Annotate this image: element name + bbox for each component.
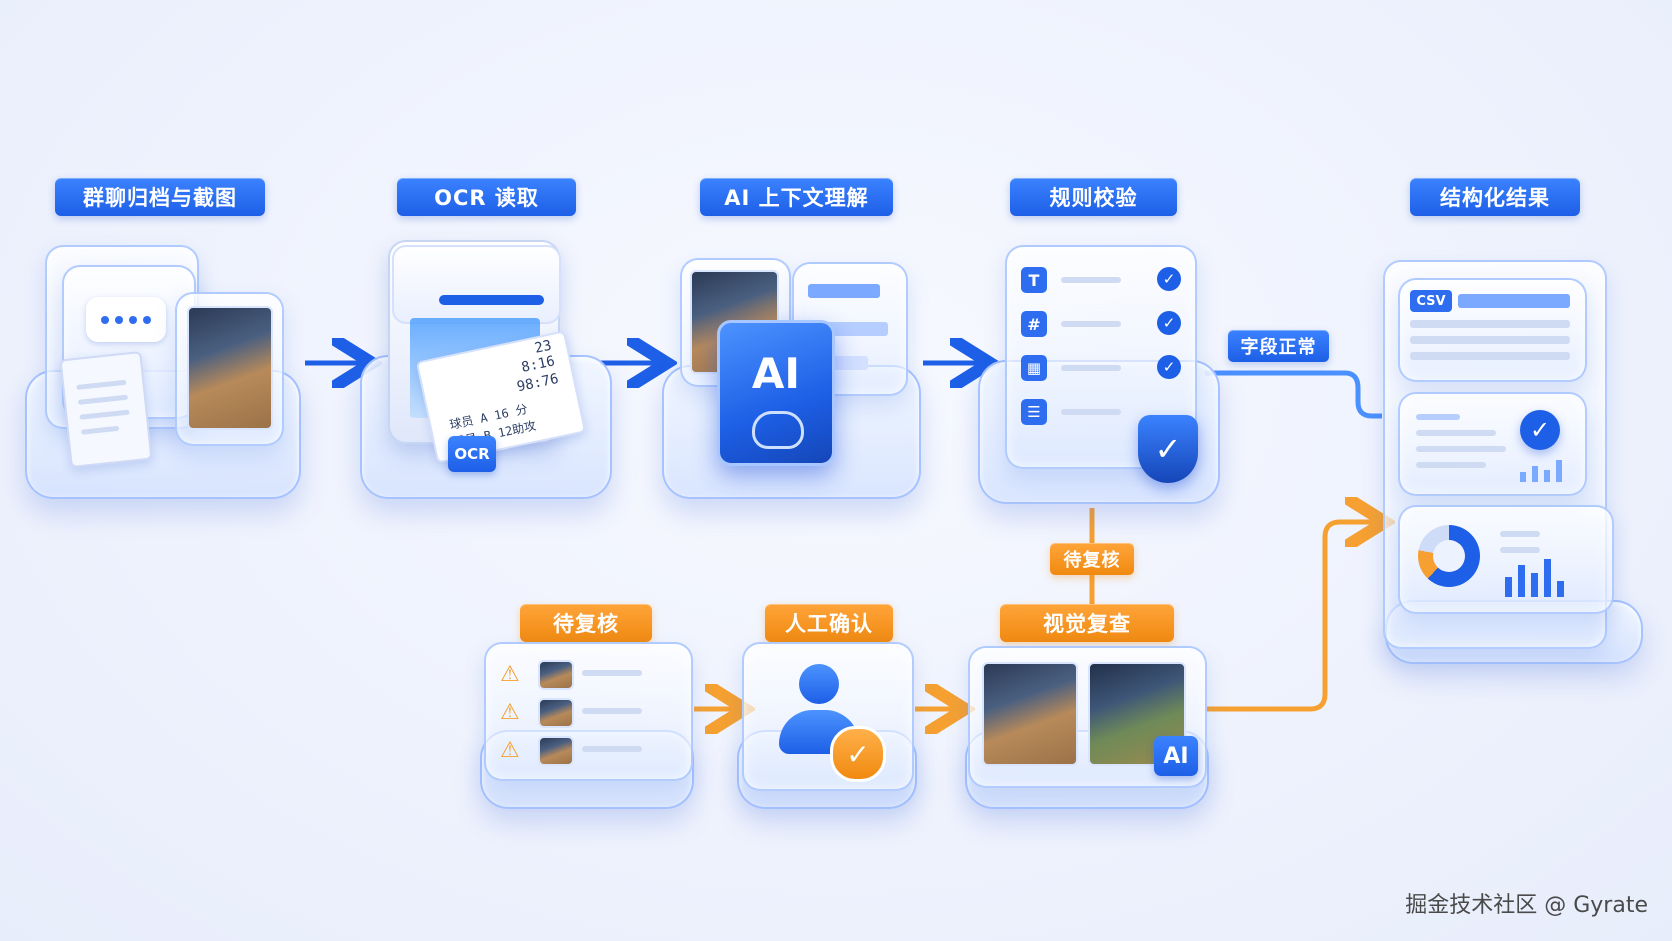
- bar-chart-icon: [1505, 557, 1595, 597]
- pending-row-2: ⚠: [500, 698, 680, 728]
- result-check-icon: ✓: [1520, 410, 1560, 450]
- step-label-archive: 群聊归档与截图: [55, 178, 265, 216]
- shield-check-icon: ✓: [1138, 415, 1198, 483]
- step-label-ai: AI 上下文理解: [700, 178, 893, 216]
- check-icon: ✓: [1157, 267, 1181, 291]
- summary-card: ✓: [1398, 392, 1587, 496]
- ai-chip: AI: [717, 320, 835, 466]
- pending-row-1: ⚠: [500, 660, 680, 690]
- step-label-manual: 人工确认: [765, 604, 893, 642]
- mini-bar-chart-icon: [1520, 458, 1568, 482]
- brain-icon: [752, 411, 804, 449]
- number-field-icon: #: [1021, 311, 1047, 337]
- csv-badge: CSV: [1410, 290, 1452, 312]
- visual-ai-badge: AI: [1154, 736, 1198, 776]
- manual-card: ✓: [742, 642, 914, 791]
- step-label-visual: 视觉复查: [1000, 604, 1174, 642]
- user-icon: [774, 664, 864, 764]
- text-field-icon: T: [1021, 267, 1047, 293]
- step-label-pending: 待复核: [520, 604, 652, 642]
- step-label-result: 结构化结果: [1410, 178, 1580, 216]
- document-icon: [59, 351, 153, 468]
- rules-panel: T ✓ # ✓ ▦ ✓ ☰: [1005, 245, 1197, 469]
- step-label-ocr: OCR 读取: [397, 178, 576, 216]
- visual-thumb-original: [982, 662, 1078, 766]
- pending-row-3: ⚠: [500, 736, 680, 766]
- watermark: 掘金技术社区 @ Gyrate: [1405, 893, 1648, 918]
- csv-card: CSV: [1398, 278, 1587, 382]
- rule-row-2: # ✓: [1021, 311, 1181, 345]
- rule-row-4: ☰: [1021, 399, 1181, 433]
- warning-icon: ⚠: [500, 662, 520, 687]
- visual-to-result: [1205, 522, 1375, 712]
- check-icon: ✓: [1157, 311, 1181, 335]
- rule-row-3: ▦ ✓: [1021, 355, 1181, 389]
- pass-connector: [1205, 370, 1382, 419]
- list-icon: ☰: [1021, 399, 1047, 425]
- ai-chip-label: AI: [751, 349, 801, 398]
- calendar-icon: ▦: [1021, 355, 1047, 381]
- confirm-check-icon: ✓: [830, 726, 886, 782]
- chat-bubble-icon: [86, 297, 166, 342]
- check-icon: ✓: [1157, 355, 1181, 379]
- rule-row-1: T ✓: [1021, 267, 1181, 301]
- ocr-badge: OCR: [448, 436, 496, 472]
- review-branch-label: 待复核: [1050, 543, 1134, 575]
- donut-chart-icon: [1418, 525, 1480, 587]
- warning-icon: ⚠: [500, 700, 520, 725]
- pass-label: 字段正常: [1228, 330, 1329, 362]
- step-label-rules: 规则校验: [1010, 178, 1177, 216]
- chart-card: [1398, 505, 1614, 614]
- scanner-top: [392, 245, 561, 324]
- screenshot-card: [175, 292, 284, 446]
- game-screenshot-thumb: [187, 306, 273, 430]
- visual-card: AI: [968, 646, 1207, 788]
- pending-list-card: ⚠ ⚠ ⚠: [484, 642, 693, 781]
- warning-icon: ⚠: [500, 738, 520, 763]
